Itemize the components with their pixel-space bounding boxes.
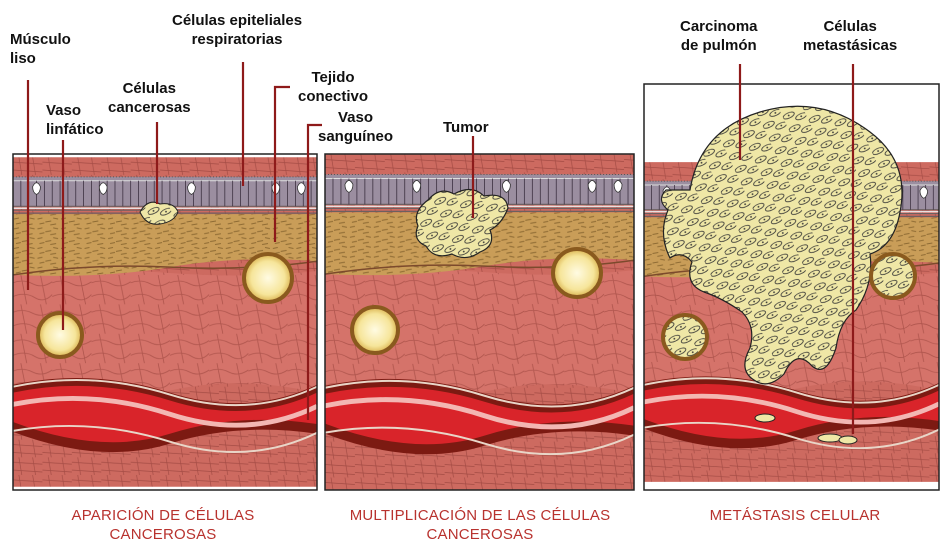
lymph-vessel-3 <box>663 315 707 359</box>
panel-multiplicacion <box>325 154 634 490</box>
caption-panel3: METÁSTASIS CELULAR <box>680 506 910 525</box>
metastatic-cell <box>818 434 842 442</box>
metastatic-cell <box>755 414 775 422</box>
lymph-vessel-2 <box>352 307 398 353</box>
lymph-vessel <box>38 313 82 357</box>
blood-vessel-section <box>244 254 292 302</box>
blood-vessel-section-2 <box>553 249 601 297</box>
blood-vessel-section-3 <box>871 254 915 298</box>
panel-aparicion <box>13 154 317 490</box>
label-tumor: Tumor <box>443 118 489 137</box>
metastatic-cell <box>839 436 857 444</box>
panel-metastasis <box>644 84 939 490</box>
